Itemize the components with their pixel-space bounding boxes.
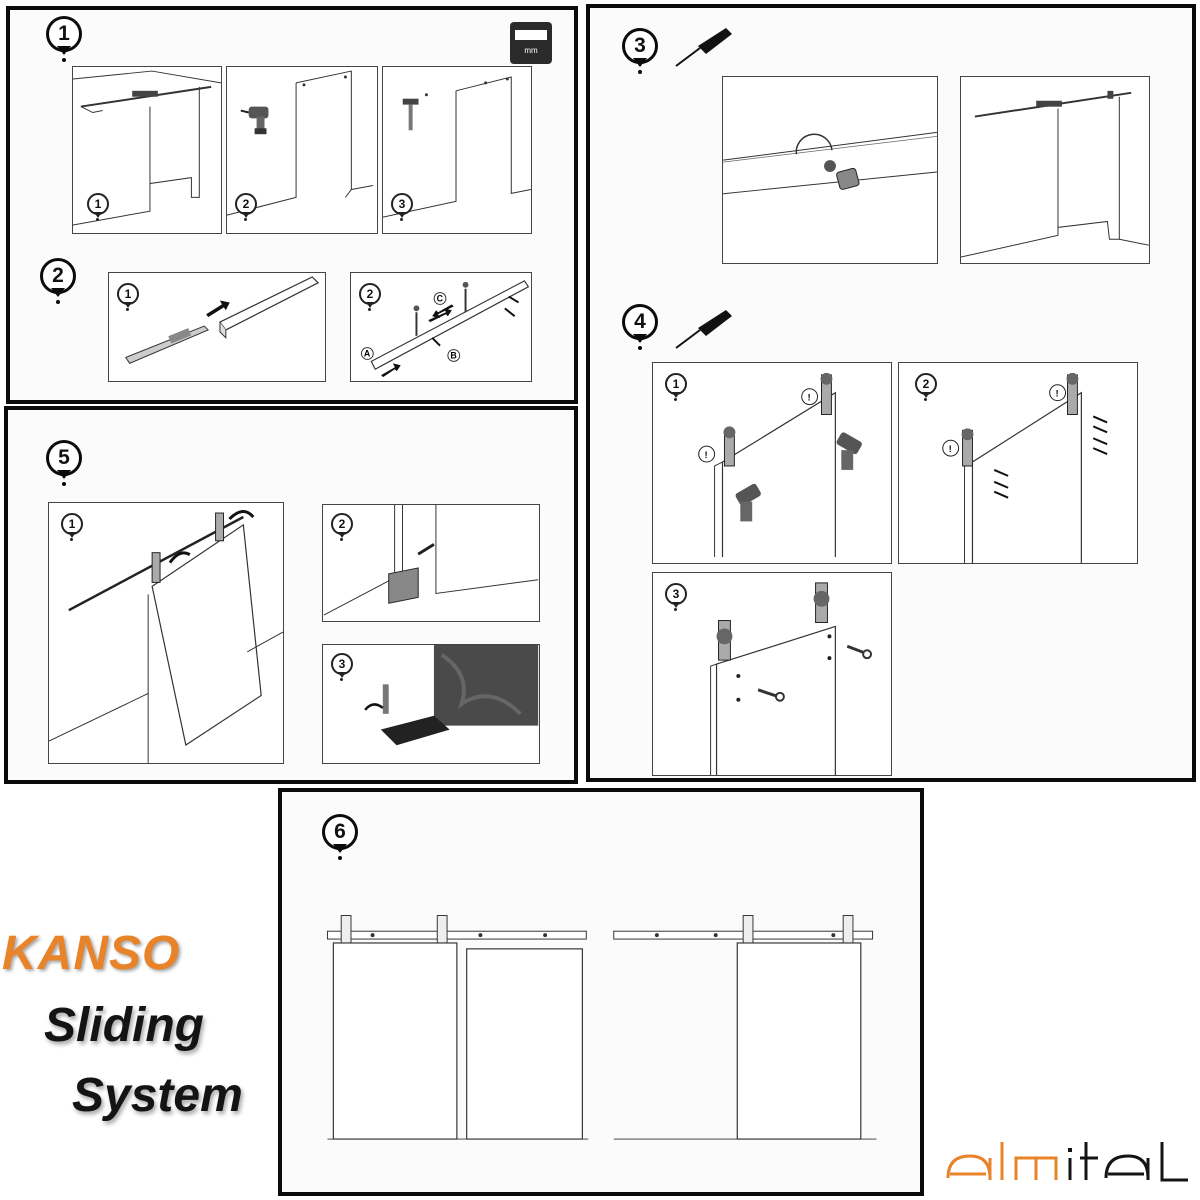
bolt-closeup-drawing [723, 131, 937, 195]
panel-steps-3-4: 3 4 [586, 4, 1196, 782]
rail-mounted-drawing [961, 90, 1149, 258]
brand-kanso: KANSO [2, 927, 181, 980]
screwdriver-icon [675, 28, 732, 67]
svg-text:!: ! [949, 444, 952, 454]
warning-icon [801, 388, 819, 406]
step-2-1-marker: 1 [117, 283, 139, 311]
screwdriver-icon [675, 310, 732, 349]
warning-icon [698, 445, 716, 463]
step-4-2-illustration: ! ! 2 [898, 362, 1138, 564]
final-assembly-drawing [326, 915, 877, 1140]
step-5-3-marker: 3 [331, 653, 353, 681]
panel-step-5: 5 1 2 3 [4, 406, 578, 784]
step-5-2-illustration: 2 [322, 504, 540, 622]
step-5-marker: 5 [46, 440, 82, 486]
step-1-3-marker: 3 [391, 193, 413, 221]
letter-c: C [437, 293, 444, 303]
brand-system: System [72, 1069, 243, 1122]
arrow-icon [206, 300, 230, 318]
drill-icon [836, 432, 862, 470]
step-4-marker: 4 [622, 304, 658, 350]
floor-guide-screw-drawing [364, 645, 539, 746]
step-1-3-illustration: 3 [382, 66, 532, 234]
wrench-icon [846, 644, 873, 660]
brand-sliding: Sliding [44, 999, 204, 1052]
wall-opening-drawing [73, 70, 221, 226]
step-2-marker: 2 [40, 258, 76, 304]
step-1-1-marker: 1 [87, 193, 109, 221]
step-2-2-marker: 2 [359, 283, 381, 311]
step-3-marker: 3 [622, 28, 658, 74]
step-6-marker: 6 [322, 814, 358, 860]
letter-b: B [450, 350, 456, 360]
panel-steps-1-2: 1 mm 1 2 [6, 6, 578, 404]
drill-icon [735, 483, 761, 522]
almital-wordmark [946, 1142, 1188, 1182]
hanger-wrench-drawing [710, 582, 873, 775]
step-5-3-illustration: 3 [322, 644, 540, 764]
step-2-1-illustration: 1 [108, 272, 326, 382]
step-4-3-marker: 3 [665, 583, 687, 611]
rail-stops-drawing: A B C [360, 280, 530, 378]
warning-icon [942, 439, 960, 457]
step-3-right-illustration [960, 76, 1150, 264]
step-3-left-illustration [722, 76, 938, 264]
step-1-1-illustration: 1 [72, 66, 222, 234]
step-5-1-marker: 1 [61, 513, 83, 541]
hanger-drill-drawing: ! ! [698, 372, 862, 558]
floor-guide-drawing [323, 505, 539, 616]
step-1-2-marker: 2 [235, 193, 257, 221]
svg-text:!: ! [808, 393, 811, 403]
warning-icon [1049, 384, 1067, 402]
step-1-2-illustration: 2 [226, 66, 378, 234]
step-4-2-marker: 2 [915, 373, 937, 401]
letter-a: A [364, 348, 371, 358]
step-4-3-illustration: 3 [652, 572, 892, 776]
svg-text:!: ! [705, 450, 708, 460]
panel-step-6: 6 [278, 788, 924, 1196]
svg-text:!: ! [1056, 389, 1059, 399]
rail-insert-drawing [124, 276, 320, 364]
hammer-icon [402, 98, 419, 131]
hang-door-drawing [49, 510, 283, 763]
step-1-marker: 1 [46, 16, 82, 62]
almital-logo [940, 1128, 1196, 1188]
step-5-1-illustration: 1 [48, 502, 284, 764]
drill-wall-drawing [227, 70, 374, 216]
step-5-2-marker: 2 [331, 513, 353, 541]
measure-unit: mm [524, 46, 538, 55]
ruler-icon: mm [510, 22, 552, 64]
drill-icon [240, 106, 269, 135]
hanger-bolts-drawing: ! ! [942, 372, 1108, 563]
step-4-1-marker: 1 [665, 373, 687, 401]
step-4-1-illustration: ! ! 1 [652, 362, 892, 564]
step-2-2-illustration: A B C 2 [350, 272, 532, 382]
wrench-icon [757, 688, 785, 702]
